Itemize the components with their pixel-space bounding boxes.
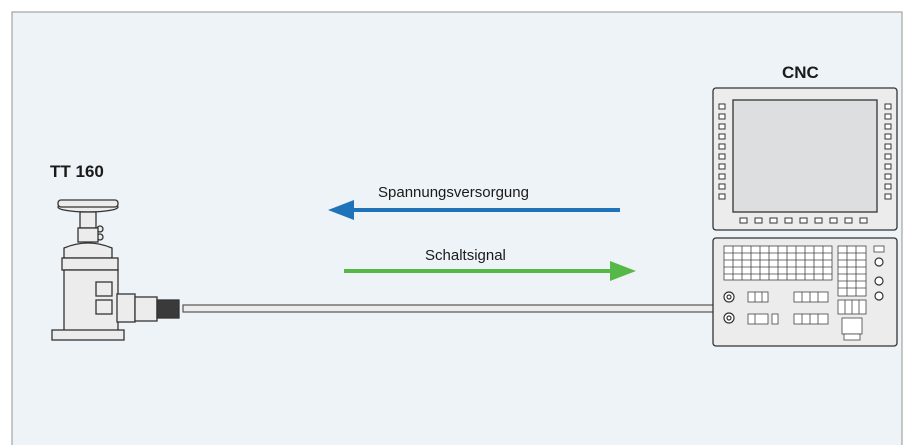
- supply-arrow: [328, 200, 620, 220]
- cnc-control-unit: [712, 87, 898, 347]
- signal-arrow: [344, 261, 636, 281]
- supply-arrow-label: Spannungsversorgung: [378, 184, 529, 201]
- cnc-screen: [732, 99, 878, 213]
- signal-arrow-label: Schaltsignal: [425, 247, 506, 264]
- tt160-probe-device: [51, 199, 180, 341]
- probe-label: TT 160: [50, 162, 104, 181]
- connection-cable: [182, 304, 716, 313]
- cnc-label: CNC: [782, 63, 819, 82]
